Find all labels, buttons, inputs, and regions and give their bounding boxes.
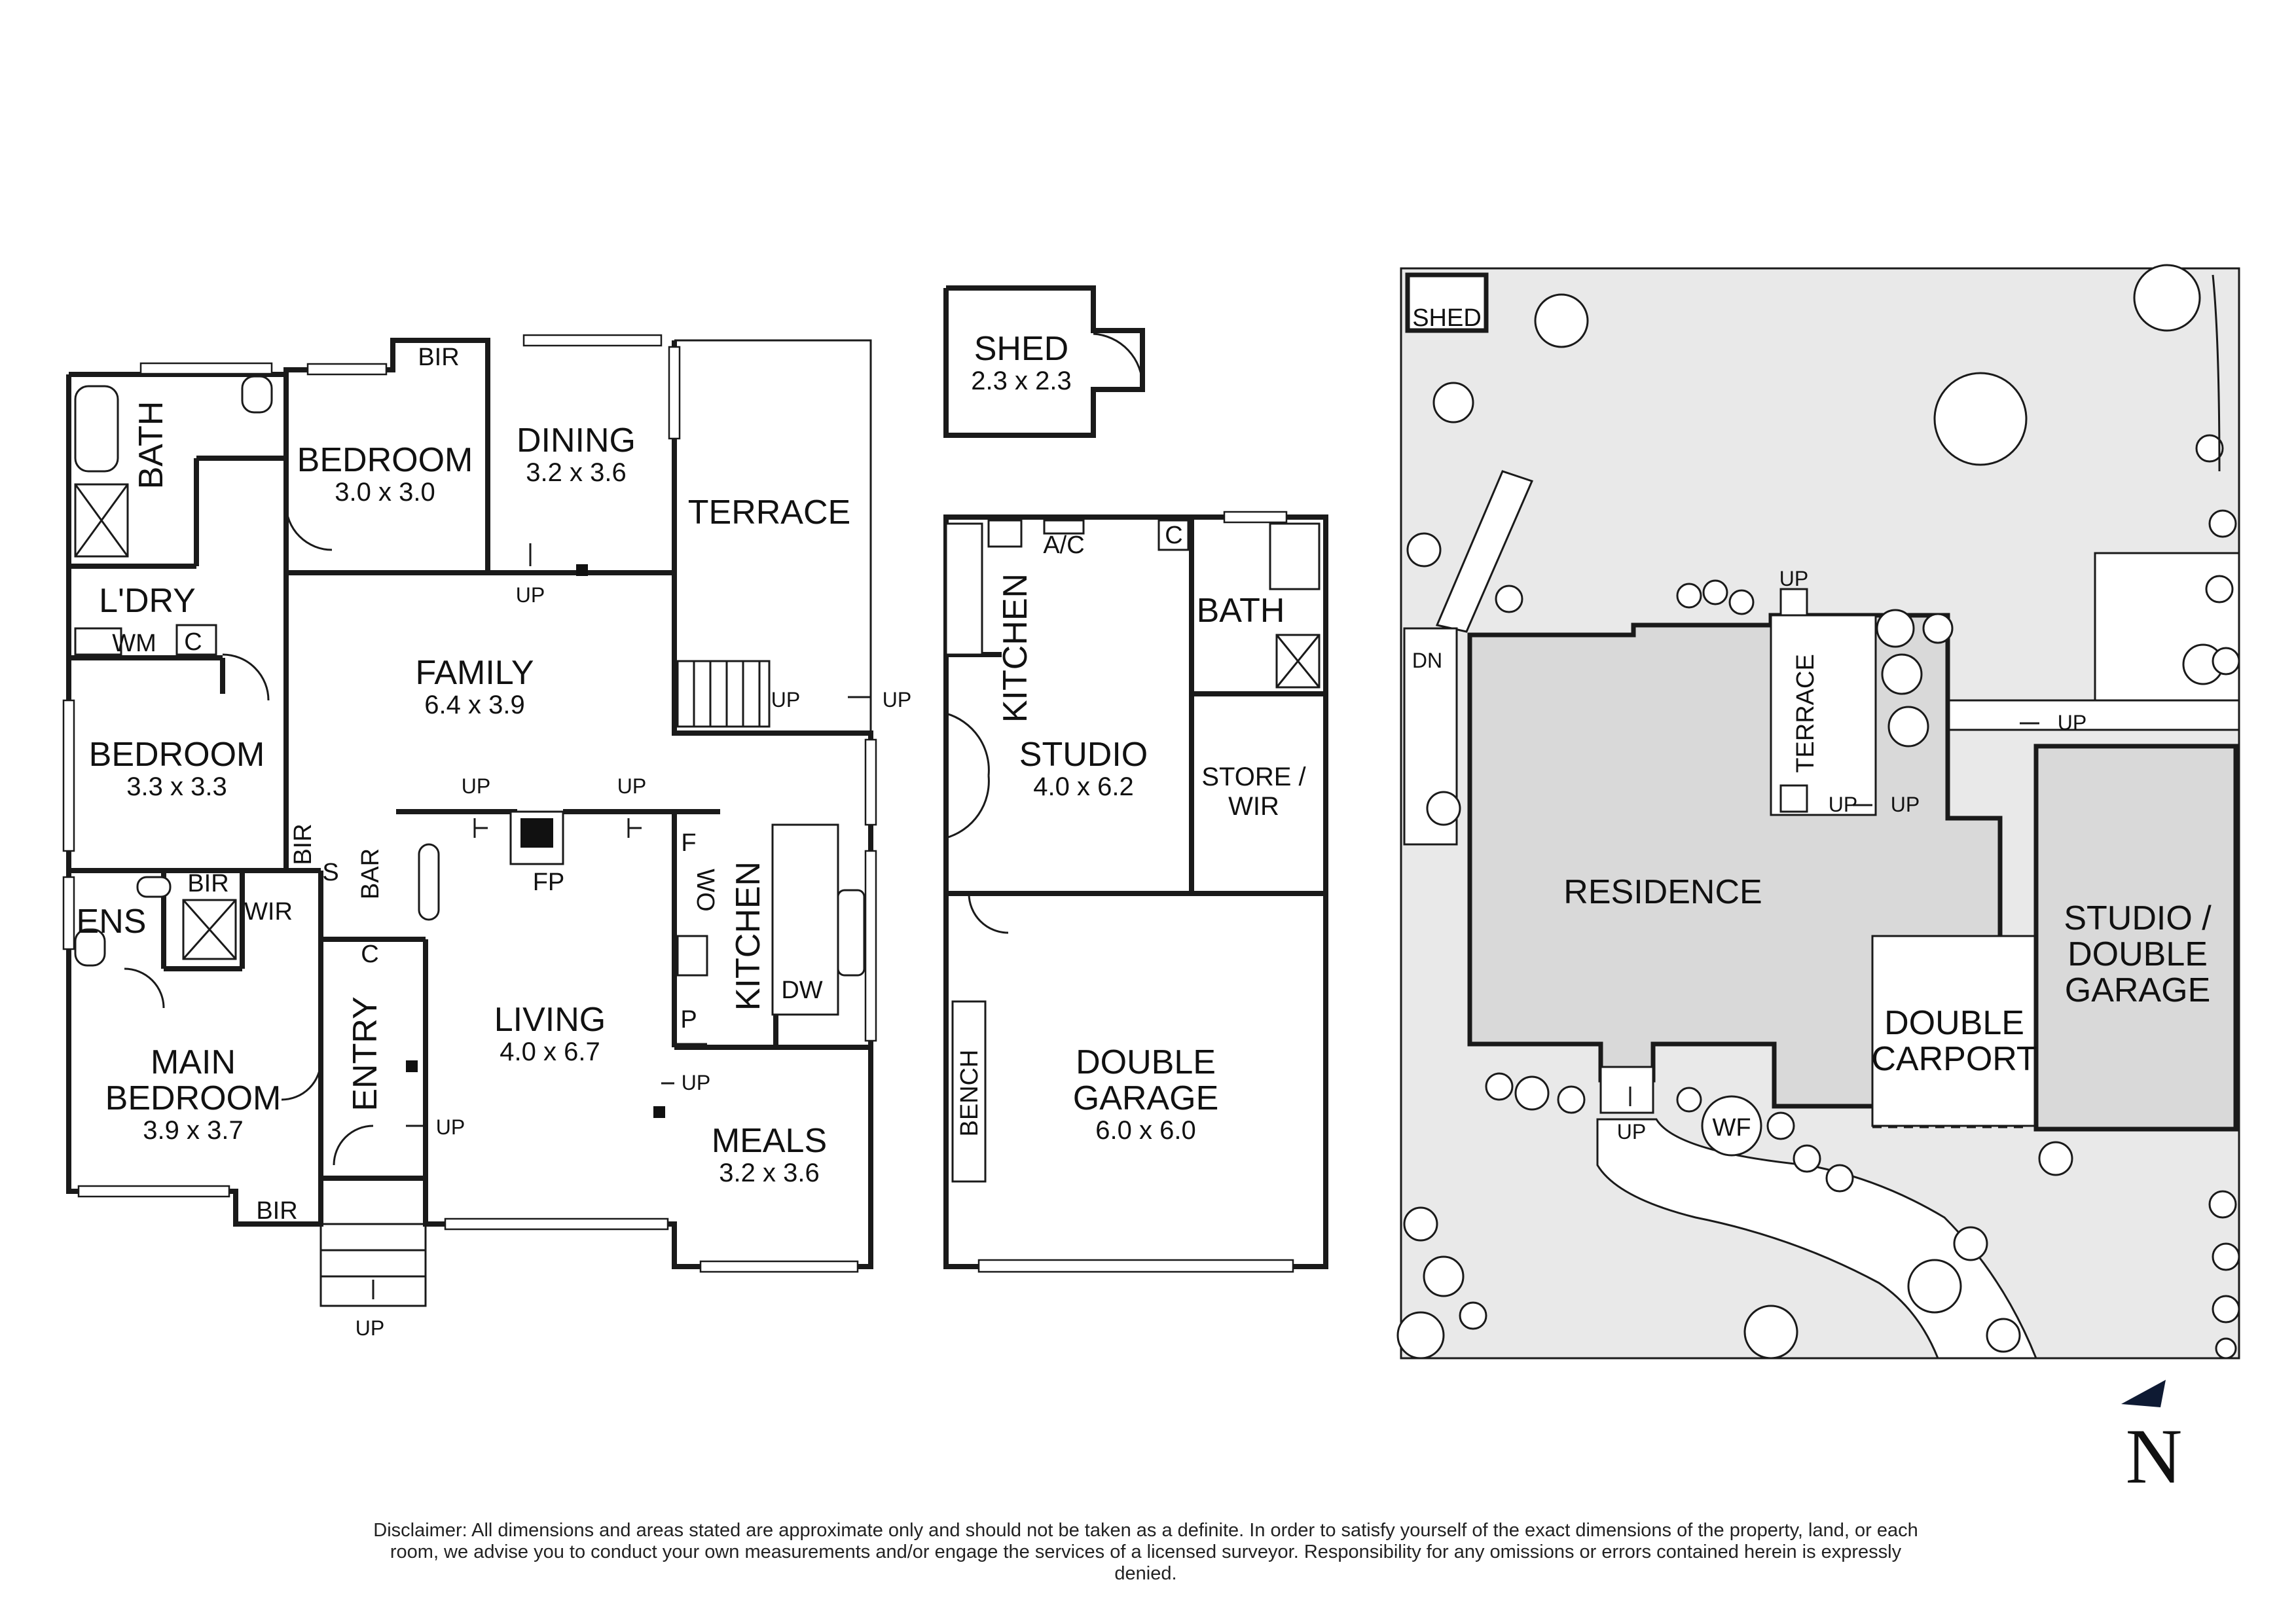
site-up-label: UP [1779,567,1808,590]
site-up-label: UP [2058,711,2086,734]
garage-label-2: GARAGE [1073,1079,1219,1117]
bedroom2-label: BEDROOM [89,736,265,774]
outbuildings-plan [943,285,1328,1273]
studio-cupboard-label: C [1165,522,1182,549]
north-letter: N [2126,1413,2183,1500]
bath-label: BATH [132,401,170,490]
bir-side-label: BIR [289,823,317,865]
laundry-label: L'DRY [99,582,196,620]
wir-label: WIR [244,898,293,926]
dining-size: 3.2 x 3.6 [526,458,626,487]
dishwasher-label: DW [781,977,822,1004]
s-label: S [322,859,338,886]
up-label: UP [883,688,911,712]
up-label: UP [771,688,800,712]
fp-label: FP [533,869,565,896]
shed-size: 2.3 x 2.3 [971,367,1071,395]
up-label: UP [617,774,646,798]
main-bedroom-label-1: MAIN [151,1043,236,1081]
garage-label-1: DOUBLE [1076,1043,1216,1081]
terrace-label: TERRACE [688,494,850,532]
store-label-2: WIR [1228,792,1279,821]
disclaimer-text: Disclaimer: All dimensions and areas sta… [373,1520,1918,1584]
site-terrace-label: TERRACE [1792,654,1819,773]
shed-label: SHED [974,330,1068,368]
wm-label: WM [112,630,156,657]
site-carport-label-2: CARPORT [1871,1040,2037,1078]
site-up-label: UP [1829,793,1857,816]
studio-bath-label: BATH [1197,592,1285,630]
main-bedroom-size: 3.9 x 3.7 [143,1116,243,1145]
site-up-label: UP [1891,793,1920,816]
site-shed-label: SHED [1412,304,1482,332]
site-water-feature-label: WF [1712,1114,1751,1142]
site-up-label: UP [1617,1120,1646,1144]
family-size: 6.4 x 3.9 [424,691,524,719]
studio-size: 4.0 x 6.2 [1033,772,1133,801]
site-carport-label-1: DOUBLE [1884,1004,2024,1042]
up-label: UP [462,774,490,798]
site-down-label: DN [1412,649,1442,672]
ensuite-label: ENS [77,903,147,941]
garage-size: 6.0 x 6.0 [1095,1116,1195,1145]
bar-label: BAR [357,848,384,899]
bir-ens-label: BIR [187,870,228,897]
direction-arrows [372,543,2039,1299]
up-label: UP [682,1071,710,1094]
ac-label: A/C [1043,532,1084,559]
family-label: FAMILY [415,654,534,692]
store-label-1: STORE / [1201,763,1306,791]
main-bedroom-label-2: BEDROOM [105,1079,282,1117]
dining-label: DINING [517,422,636,460]
pantry-label: P [680,1006,697,1034]
fridge-label: F [681,829,696,857]
site-studio-label-2: DOUBLE [2068,935,2208,973]
north-compass: N [2121,1380,2182,1500]
site-studio-label-1: STUDIO / [2064,899,2212,937]
bench-label: BENCH [956,1049,983,1136]
bir-top-label: BIR [418,344,459,371]
up-label: UP [436,1115,465,1139]
living-label: LIVING [494,1001,606,1039]
bedroom1-label: BEDROOM [297,441,473,479]
wall-oven-label: WO [691,869,719,911]
entry-label: ENTRY [346,996,384,1111]
meals-label: MEALS [712,1122,827,1160]
laundry-cupboard-label: C [184,628,202,656]
house-plan [62,334,877,1307]
studio-label: STUDIO [1019,736,1148,774]
living-size: 4.0 x 6.7 [500,1037,600,1066]
bedroom2-size: 3.3 x 3.3 [126,772,227,801]
site-studio-label-3: GARAGE [2065,971,2211,1009]
kitchen-label: KITCHEN [729,861,767,1011]
bir-bottom-label: BIR [256,1197,297,1225]
meals-size: 3.2 x 3.6 [719,1159,819,1187]
up-label: UP [355,1316,384,1340]
hall-cupboard-label: C [361,941,378,968]
studio-kitchen-label: KITCHEN [996,573,1034,723]
site-plan [1396,264,2240,1360]
site-residence-label: RESIDENCE [1563,873,1762,911]
bedroom1-size: 3.0 x 3.0 [335,478,435,507]
up-label: UP [516,583,545,607]
